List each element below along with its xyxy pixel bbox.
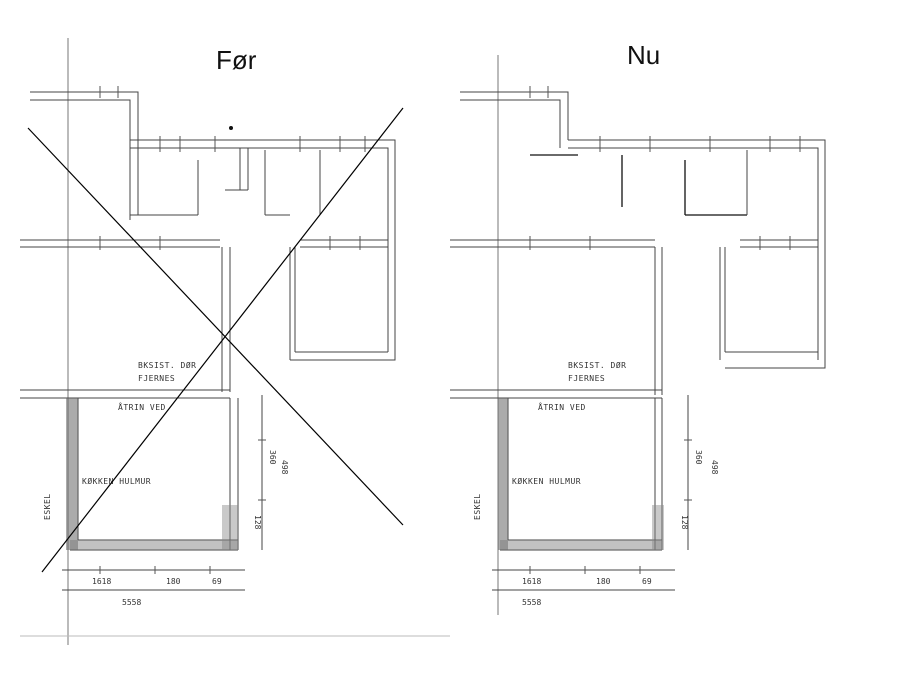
- dim-vertical-1: 360: [694, 450, 703, 465]
- dim-vertical-2: 498: [710, 460, 719, 475]
- note-existing-door: BKSIST. DØR: [138, 360, 196, 370]
- room-label-lower: KØKKEN HULMUR: [512, 476, 581, 486]
- note-remove: FJERNES: [138, 374, 175, 383]
- note-existing-door: BKSIST. DØR: [568, 360, 626, 370]
- dim-vertical-3: 128: [253, 515, 262, 530]
- panel-title-after: Nu: [627, 40, 661, 70]
- panel-title-before: Før: [216, 45, 257, 75]
- dim-total: 5558: [522, 598, 541, 607]
- room-label-lower: KØKKEN HULMUR: [82, 476, 151, 486]
- dim-bottom-3: 69: [212, 577, 222, 586]
- dim-vertical-1: 360: [268, 450, 277, 465]
- floor-plan-after: BKSIST. DØR FJERNES ÅTRIN VED KØKKEN HUL…: [450, 55, 826, 615]
- cross-out-line-2: [41, 107, 404, 573]
- dim-bottom-1: 1618: [92, 577, 111, 586]
- dim-vertical-2: 498: [280, 460, 289, 475]
- dim-vertical-3: 128: [680, 515, 689, 530]
- cross-out-line-1: [27, 127, 404, 526]
- side-label: ESKEL: [473, 493, 482, 520]
- plan-panel-after: BKSIST. DØR FJERNES ÅTRIN VED KØKKEN HUL…: [450, 0, 900, 675]
- dim-bottom-2: 180: [166, 577, 181, 586]
- note-remove: FJERNES: [568, 374, 605, 383]
- dim-bottom-2: 180: [596, 577, 611, 586]
- room-label-upper: ÅTRIN VED: [118, 401, 166, 412]
- dim-bottom-3: 69: [642, 577, 652, 586]
- room-label-upper: ÅTRIN VED: [538, 401, 586, 412]
- dim-bottom-1: 1618: [522, 577, 541, 586]
- side-label: ESKEL: [43, 493, 52, 520]
- floor-plan-before: BKSIST. DØR FJERNES ÅTRIN VED KØKKEN HUL…: [20, 38, 450, 645]
- dim-total: 5558: [122, 598, 141, 607]
- plan-panel-before: BKSIST. DØR FJERNES ÅTRIN VED KØKKEN HUL…: [20, 38, 450, 645]
